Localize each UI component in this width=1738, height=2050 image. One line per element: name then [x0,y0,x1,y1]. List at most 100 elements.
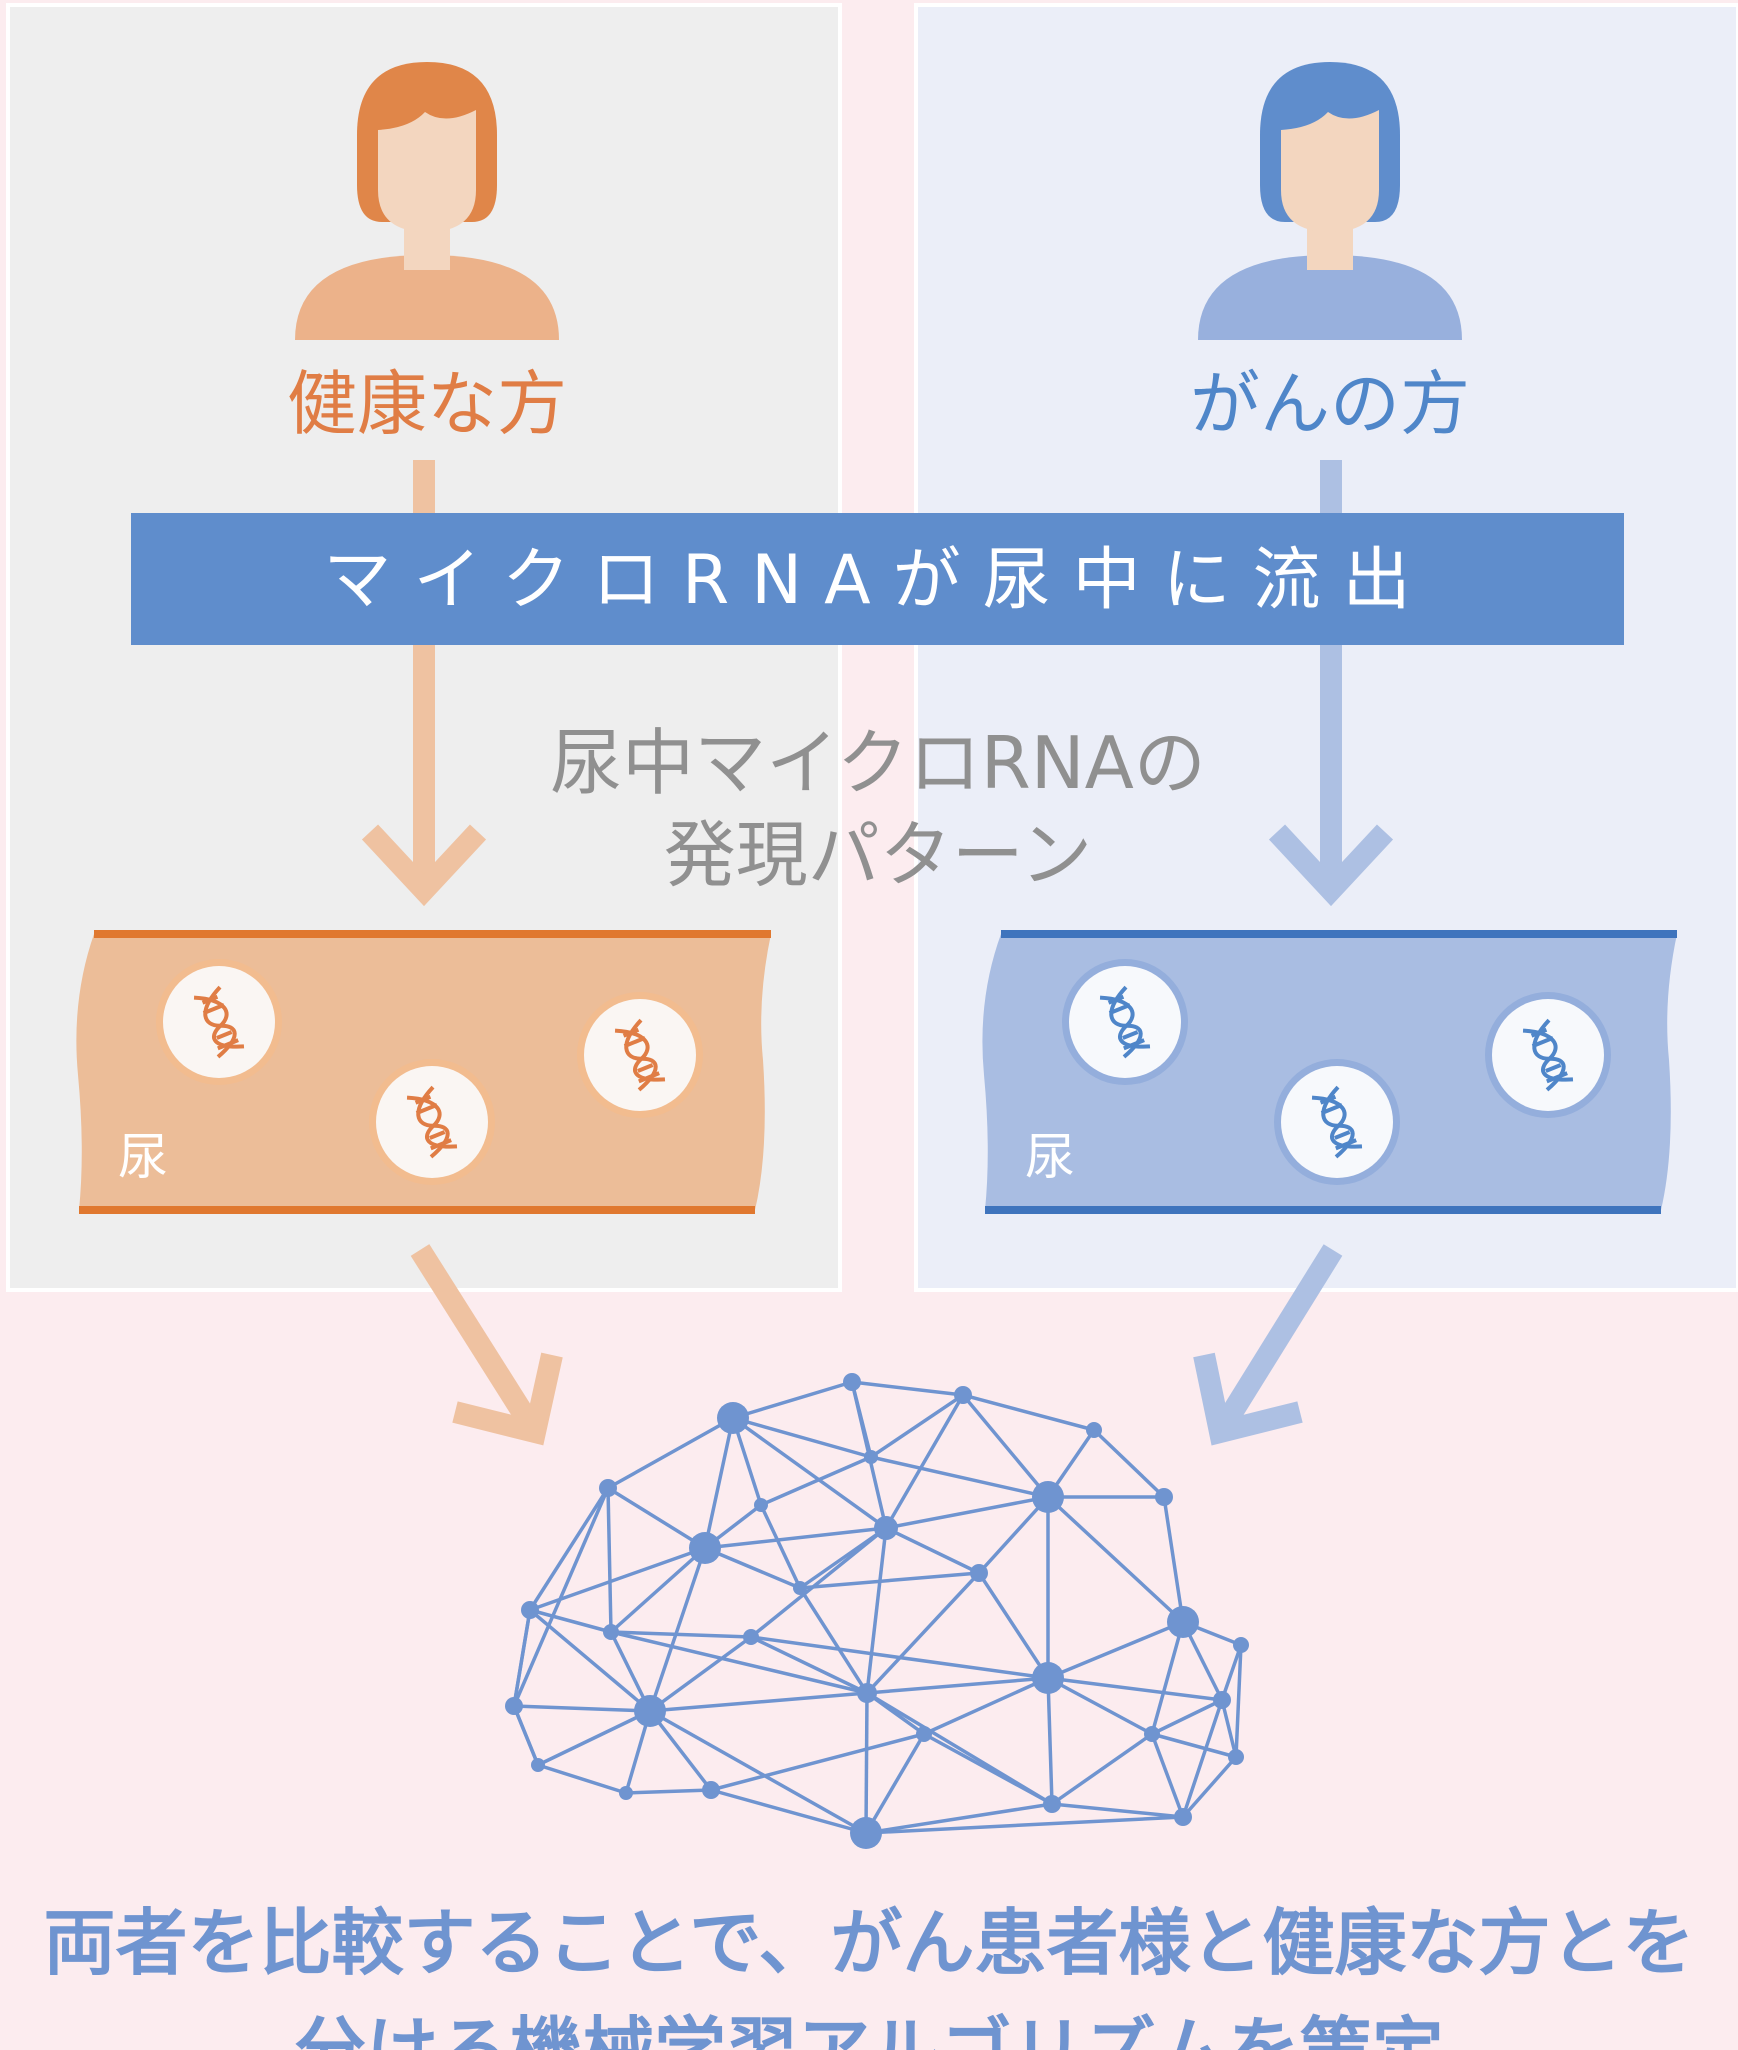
network-edge [529,1546,706,1612]
rna-bubble [369,1059,495,1185]
network-edge [512,1705,540,1766]
network-edge [609,1546,707,1634]
network-node [850,1817,882,1849]
network-edge [1151,1732,1237,1759]
network-node [599,1479,617,1497]
network-edge [648,1635,753,1713]
healthy-rna-bubbles [156,959,703,1185]
network-edge [798,1587,869,1694]
network-node [689,1532,721,1564]
network-edge [648,1709,713,1792]
neural-network-brain-icon [505,1373,1249,1849]
network-edge [513,1704,651,1713]
healthy-person-label: 健康な方 [287,363,567,445]
network-node [864,1450,878,1464]
network-edge [710,1788,867,1835]
network-node [603,1624,619,1640]
network-edge [864,1733,926,1834]
rna-bubble [577,992,703,1118]
network-edge [749,1526,888,1639]
network-edge [710,1732,925,1792]
network-edge [885,1526,980,1575]
network-edge [528,1487,610,1611]
banner-text: マイクロRNAが尿中に流出 [323,541,1432,620]
network-edge [528,1608,652,1713]
network-edge [649,1709,867,1835]
network-edge [864,1692,869,1834]
dna-icon [406,1085,458,1159]
dna-icon [614,1018,666,1092]
network-edge [512,1609,532,1707]
network-edge [884,1394,965,1529]
network-node [970,1564,988,1582]
network-edge [1047,1620,1184,1680]
network-node [1213,1691,1231,1709]
network-edge [610,1630,752,1639]
network-node [1233,1637,1249,1653]
network-edge [870,1393,964,1459]
network-edge [961,1393,1050,1499]
network-edge [977,1495,1050,1575]
network-node [1155,1488,1173,1506]
network-node [1032,1662,1064,1694]
network-edge [1150,1733,1185,1818]
network-node [1167,1606,1199,1638]
network-edge [625,1788,712,1795]
network-node [954,1386,972,1404]
network-edge [1047,1676,1153,1736]
network-edge [529,1608,612,1634]
network-node [1174,1808,1192,1826]
network-edge [1047,1676,1223,1702]
network-node [717,1402,749,1434]
network-edge [537,1709,651,1767]
network-edge [732,1416,872,1459]
expression-line-2: 発現パターン [664,813,1092,897]
network-edge [648,1547,707,1712]
network-node [1086,1422,1102,1438]
network-edge [1150,1621,1185,1735]
network-edge [704,1546,801,1590]
network-node [843,1373,861,1391]
network-node [702,1781,720,1799]
network-edge [923,1732,1053,1806]
network-node [793,1581,807,1595]
network-edge [885,1495,1049,1530]
network-edge [649,1691,868,1713]
network-node [874,1516,898,1540]
cancer-rna-bubbles [1062,959,1611,1185]
network-edge [1220,1644,1243,1701]
network-edge [1162,1496,1185,1623]
dna-icon [1099,985,1151,1059]
network-edge [537,1763,627,1795]
network-edge [703,1417,735,1549]
network-edge [962,1393,1095,1432]
network-edge [704,1526,887,1550]
dna-icon [1522,1018,1574,1092]
network-edge [606,1487,613,1633]
network-edge [610,1630,868,1695]
network-edge [977,1572,1050,1679]
network-edge [923,1676,1049,1736]
network-edge [865,1815,1184,1835]
network-edge [1181,1755,1238,1819]
network-edge [1220,1699,1238,1758]
network-edge [865,1571,981,1695]
network-edge [1046,1495,1185,1624]
network-edge [512,1487,610,1707]
network-edge [750,1635,868,1695]
network-edge [1181,1699,1224,1818]
rna-bubble [1485,992,1611,1118]
network-edge [1050,1732,1154,1806]
network-node [754,1498,768,1512]
cancer-person-label: がんの方 [1190,363,1470,445]
banner [131,513,1624,645]
network-node [916,1726,932,1742]
network-node [857,1683,877,1703]
rna-bubble [156,959,282,1085]
network-node [1032,1481,1064,1513]
healthy-urine-label: 尿 [118,1128,168,1186]
cancer-person-icon [1198,62,1462,340]
expression-line-1: 尿中マイクロRNAの [550,721,1206,805]
